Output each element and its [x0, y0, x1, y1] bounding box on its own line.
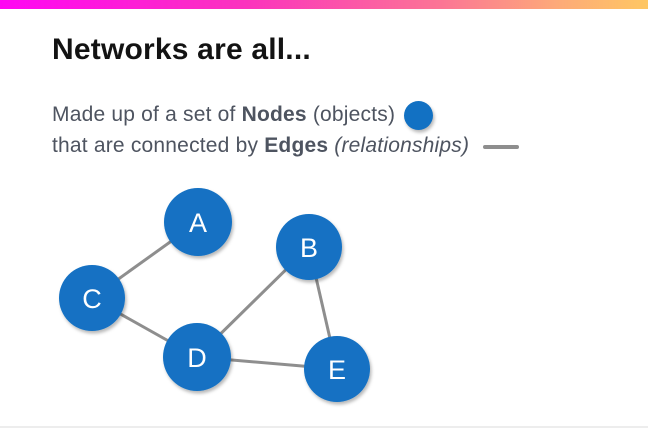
node-circle-C [59, 265, 125, 331]
subtitle-line1-bold: Nodes [241, 102, 307, 126]
graph-node-E: E [304, 336, 370, 402]
node-circle-E [304, 336, 370, 402]
graph-node-A: A [164, 188, 232, 256]
subtitle-line2-italic: (relationships) [328, 133, 470, 157]
slide-title: Networks are all... [52, 33, 311, 66]
graph-node-D: D [163, 323, 231, 391]
node-circle-B [276, 214, 342, 280]
slide-subtitle: Made up of a set of Nodes (objects) that… [52, 99, 520, 161]
node-label-A: A [189, 208, 207, 238]
node-label-C: C [82, 284, 102, 314]
subtitle-line-edges: that are connected by Edges (relationshi… [52, 130, 520, 161]
node-circle-A [164, 188, 232, 256]
subtitle-line1-suffix: (objects) [306, 102, 396, 126]
subtitle-line-nodes: Made up of a set of Nodes (objects) [52, 99, 519, 130]
graph-node-B: B [276, 214, 342, 280]
graph-node-C: C [59, 265, 125, 331]
node-circle-D [163, 323, 231, 391]
node-label-B: B [300, 233, 318, 263]
bottom-divider [0, 426, 648, 428]
subtitle-line1-prefix: Made up of a set of [52, 102, 242, 126]
gradient-accent-bar [0, 0, 648, 9]
subtitle-line2-bold: Edges [264, 133, 329, 157]
node-label-E: E [328, 355, 346, 385]
graph-nodes: A B C D E [59, 188, 370, 402]
edge-line-icon [483, 145, 520, 149]
subtitle-line2-prefix: that are connected by [52, 133, 265, 157]
node-label-D: D [187, 343, 207, 373]
node-circle-icon [404, 100, 434, 130]
